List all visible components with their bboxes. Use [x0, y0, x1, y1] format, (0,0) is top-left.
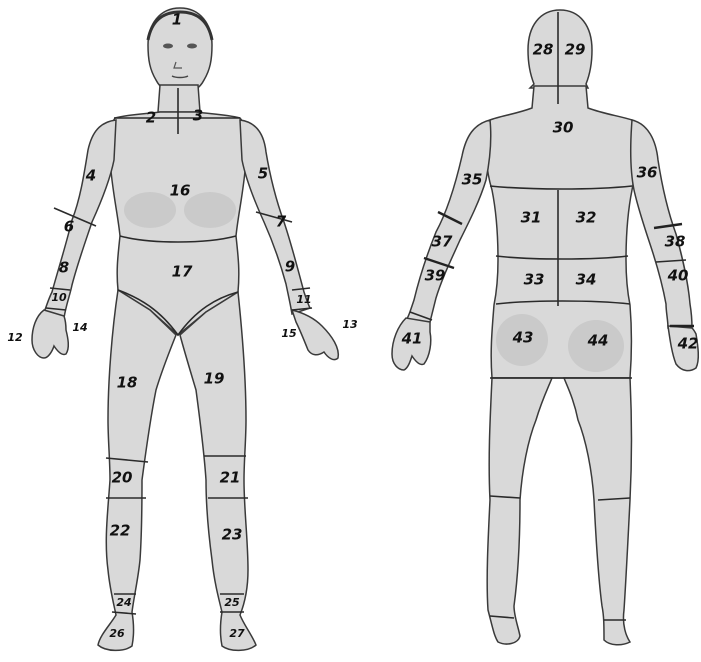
label-1: 1 — [172, 11, 182, 29]
back-left-leg — [487, 378, 552, 644]
front-right-hand — [32, 310, 68, 358]
label-36: 36 — [637, 164, 658, 182]
label-13: 13 — [342, 318, 358, 331]
front-left-hand — [292, 310, 338, 360]
label-43: 43 — [512, 329, 534, 347]
label-24: 24 — [116, 596, 131, 609]
label-40: 40 — [667, 267, 689, 285]
label-22: 22 — [110, 522, 131, 540]
label-4: 4 — [85, 167, 96, 185]
label-11: 11 — [296, 293, 311, 306]
label-28: 28 — [533, 41, 554, 59]
label-17: 17 — [172, 263, 193, 281]
label-26: 26 — [109, 627, 125, 640]
label-15: 15 — [281, 327, 297, 340]
label-18: 18 — [117, 374, 138, 392]
label-19: 19 — [204, 370, 225, 388]
label-16: 16 — [170, 182, 191, 200]
label-35: 35 — [462, 171, 483, 189]
label-6: 6 — [64, 218, 74, 236]
label-38: 38 — [665, 233, 686, 251]
label-41: 41 — [401, 330, 423, 348]
label-32: 32 — [576, 209, 597, 227]
back-right-arm — [631, 120, 692, 328]
label-21: 21 — [220, 469, 241, 487]
label-20: 20 — [112, 469, 133, 487]
label-33: 33 — [524, 271, 545, 289]
label-12: 12 — [7, 331, 23, 344]
label-14: 14 — [72, 321, 87, 334]
label-44: 44 — [587, 332, 609, 350]
label-27: 27 — [229, 627, 245, 640]
label-34: 34 — [576, 271, 597, 289]
label-30: 30 — [553, 119, 574, 137]
label-29: 29 — [565, 41, 586, 59]
label-7: 7 — [276, 213, 287, 231]
front-left-leg — [180, 292, 256, 650]
label-23: 23 — [222, 526, 243, 544]
label-25: 25 — [224, 596, 240, 609]
label-3: 3 — [193, 107, 203, 125]
back-left-arm — [406, 120, 491, 322]
label-5: 5 — [258, 165, 268, 183]
label-8: 8 — [59, 259, 69, 277]
label-39: 39 — [425, 267, 446, 285]
label-2: 2 — [146, 109, 156, 127]
back-right-leg — [564, 378, 632, 645]
label-31: 31 — [521, 209, 542, 227]
label-9: 9 — [285, 258, 295, 276]
label-42: 42 — [677, 335, 699, 353]
label-37: 37 — [432, 233, 453, 251]
label-10: 10 — [51, 291, 67, 304]
back-figure — [392, 10, 698, 645]
front-right-leg — [98, 290, 176, 650]
